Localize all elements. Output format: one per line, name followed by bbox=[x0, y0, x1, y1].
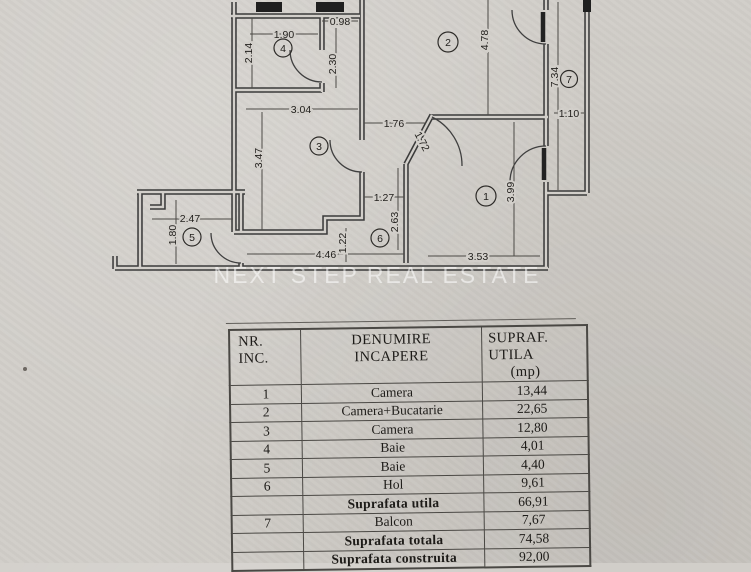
cell-name: Baie bbox=[302, 437, 484, 459]
cell-nr: 4 bbox=[230, 439, 303, 460]
dim-label-176: 1.76 bbox=[384, 118, 405, 130]
door-arc bbox=[329, 139, 363, 173]
cell-nr: 2 bbox=[230, 402, 302, 423]
cell-nr: 5 bbox=[230, 458, 303, 478]
dim-label-110: 1.10 bbox=[559, 108, 580, 120]
cell-area: 12,80 bbox=[482, 417, 589, 438]
dim-label-446: 4.46 bbox=[316, 249, 337, 261]
cell-nr bbox=[232, 550, 304, 571]
dim-label-122: 1.22 bbox=[337, 233, 349, 254]
room-number-7: 7 bbox=[566, 74, 572, 86]
cell-name: Camera bbox=[301, 381, 483, 403]
room-number-4: 4 bbox=[280, 43, 286, 55]
cell-area: 92,00 bbox=[484, 546, 591, 568]
dim-label-180: 1.80 bbox=[167, 225, 179, 246]
window-icon bbox=[583, 0, 591, 12]
cell-area: 22,65 bbox=[482, 398, 589, 419]
cell-name: Suprafata totala bbox=[303, 529, 485, 551]
room-circle-7 bbox=[559, 69, 579, 89]
dim-label-214: 2.14 bbox=[243, 43, 255, 64]
cell-area: 66,91 bbox=[483, 491, 590, 512]
cell-nr bbox=[231, 495, 304, 515]
window-icon bbox=[316, 2, 344, 12]
dim-label-190: 1.90 bbox=[274, 29, 295, 41]
cell-nr: 1 bbox=[229, 384, 302, 404]
room-numbers: 1 2 3 4 5 6 7 bbox=[182, 31, 579, 248]
dim-label-353: 3.53 bbox=[468, 251, 489, 263]
header-nr-inc: NR. INC. bbox=[229, 328, 302, 386]
dim-label-127: 1.27 bbox=[374, 192, 395, 204]
window-icon bbox=[256, 2, 282, 12]
walls bbox=[112, 0, 590, 271]
cell-name: Camera bbox=[301, 418, 484, 440]
cell-nr: 6 bbox=[231, 476, 303, 497]
dim-label-399: 3.99 bbox=[505, 182, 517, 203]
cell-area: 74,58 bbox=[484, 528, 591, 549]
cell-area: 9,61 bbox=[483, 472, 590, 493]
room-circle-1 bbox=[475, 185, 497, 207]
cell-area: 13,44 bbox=[482, 380, 589, 401]
room-number-2: 2 bbox=[445, 37, 451, 49]
cell-name: Suprafata construita bbox=[303, 548, 485, 570]
paper-speck bbox=[23, 367, 27, 371]
area-table: NR. INC. DENUMIRE INCAPERE SUPRAF. UTILA… bbox=[228, 323, 592, 572]
cell-nr: 3 bbox=[230, 421, 303, 441]
floor-plan-svg: 1.90 2.14 0.98 2.30 3.04 3.47 1.76 1.72 … bbox=[112, 0, 591, 288]
dimension-labels: 1.90 2.14 0.98 2.30 3.04 3.47 1.76 1.72 … bbox=[165, 14, 581, 265]
dim-label-230: 2.30 bbox=[327, 54, 339, 75]
header-denumire: DENUMIRE INCAPERE bbox=[300, 326, 483, 385]
room-number-3: 3 bbox=[316, 141, 322, 153]
room-number-5: 5 bbox=[189, 232, 195, 244]
cell-nr bbox=[231, 532, 304, 552]
dim-label-347: 3.47 bbox=[253, 148, 265, 169]
room-circle-2 bbox=[437, 31, 459, 53]
dim-label-098: 0.98 bbox=[330, 16, 351, 28]
dim-label-734: 7.34 bbox=[549, 67, 561, 88]
door-arc bbox=[289, 49, 323, 83]
cell-area: 7,67 bbox=[484, 509, 590, 530]
dim-label-478: 4.78 bbox=[479, 30, 491, 51]
doors bbox=[210, 9, 547, 264]
room-circle-3 bbox=[309, 136, 329, 156]
cell-area: 4,01 bbox=[483, 435, 589, 456]
door-arc bbox=[210, 232, 242, 264]
window-icons bbox=[256, 0, 591, 12]
dim-label-247: 2.47 bbox=[180, 213, 201, 225]
watermark-text: NEXT STEP REAL ESTATE bbox=[213, 262, 540, 288]
room-circle-5 bbox=[182, 227, 202, 247]
dim-label-304: 3.04 bbox=[291, 104, 312, 116]
room-circle-6 bbox=[370, 228, 390, 248]
dimension-lines bbox=[152, 0, 584, 264]
room-number-6: 6 bbox=[377, 233, 383, 245]
door-arc bbox=[431, 116, 463, 167]
table-header-row: NR. INC. DENUMIRE INCAPERE SUPRAF. UTILA… bbox=[229, 324, 588, 386]
dim-label-263: 2.63 bbox=[389, 212, 401, 233]
door-arc bbox=[511, 9, 547, 45]
cell-area: 4,40 bbox=[483, 454, 590, 475]
area-table-block: NR. INC. DENUMIRE INCAPERE SUPRAF. UTILA… bbox=[225, 318, 592, 572]
door-arc bbox=[509, 145, 547, 183]
header-suprafata: SUPRAF. UTILA (mp) bbox=[481, 324, 588, 382]
table-row-total-construita: Suprafata construita 92,00 bbox=[232, 546, 591, 571]
cell-nr: 7 bbox=[231, 513, 304, 534]
room-number-1: 1 bbox=[483, 191, 489, 203]
cell-name: Camera+Bucatarie bbox=[301, 400, 483, 422]
room-circle-4 bbox=[273, 38, 293, 58]
